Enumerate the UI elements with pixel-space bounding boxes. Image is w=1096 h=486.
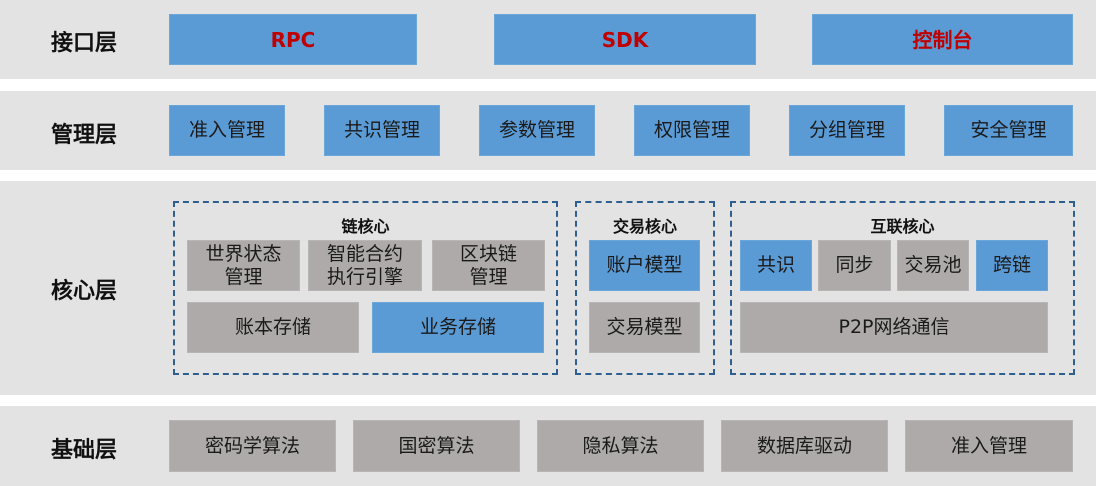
tx-model-box: 交易模型 — [589, 302, 700, 353]
rpc-box: RPC — [169, 14, 417, 65]
base-item: 密码学算法 — [169, 420, 336, 472]
management-item: 准入管理 — [169, 105, 285, 156]
ledger-storage-box: 账本存储 — [187, 302, 359, 353]
group-title: 链核心 — [341, 217, 390, 236]
management-item: 权限管理 — [634, 105, 750, 156]
chain-core-group: 链核心 — [173, 201, 558, 375]
p2p-box: P2P网络通信 — [740, 302, 1048, 353]
box-label: 控制台 — [912, 27, 973, 52]
group-title: 互联核心 — [870, 217, 935, 236]
management-item: 参数管理 — [479, 105, 595, 156]
base-item: 数据库驱动 — [721, 420, 888, 472]
layer-label: 管理层 — [50, 123, 117, 148]
business-storage-box: 业务存储 — [372, 302, 544, 353]
cross-chain-box: 跨链 — [976, 240, 1048, 291]
interconnect-core-group: 互联核心 — [730, 201, 1075, 375]
box-line: 智能合约 — [326, 242, 403, 265]
management-item: 分组管理 — [789, 105, 905, 156]
base-layer: 基础层 密码学算法 国密算法 隐私算法 数据库驱动 准入管理 — [0, 406, 1096, 486]
account-model-box: 账户模型 — [589, 240, 700, 291]
blockchain-mgmt-box: 区块链 管理 — [432, 240, 545, 291]
box-line: 管理 — [469, 265, 508, 288]
layer-label: 基础层 — [50, 438, 117, 463]
sdk-box: SDK — [494, 14, 756, 65]
management-layer: 管理层 准入管理 共识管理 参数管理 权限管理 分组管理 安全管理 — [0, 91, 1096, 170]
base-item: 准入管理 — [905, 420, 1073, 472]
box-line: 管理 — [224, 265, 263, 288]
world-state-box: 世界状态 管理 — [187, 240, 300, 291]
box-line: 执行引擎 — [326, 265, 403, 288]
tx-core-group: 交易核心 — [575, 201, 715, 375]
management-item: 共识管理 — [324, 105, 440, 156]
group-title: 交易核心 — [612, 217, 677, 236]
box-label: RPC — [270, 27, 316, 52]
contract-engine-box: 智能合约 执行引擎 — [308, 240, 422, 291]
base-item: 隐私算法 — [537, 420, 704, 472]
management-item: 安全管理 — [944, 105, 1073, 156]
box-label: SDK — [601, 27, 649, 52]
box-line: 世界状态 — [205, 242, 282, 265]
box-line: 区块链 — [459, 242, 517, 265]
base-item: 国密算法 — [353, 420, 520, 472]
consensus-box: 共识 — [740, 240, 812, 291]
interface-layer: 接口层 RPC SDK 控制台 — [0, 0, 1096, 79]
layer-label: 接口层 — [50, 31, 117, 56]
console-box: 控制台 — [812, 14, 1073, 65]
layer-label: 核心层 — [50, 279, 117, 304]
sync-box: 同步 — [818, 240, 891, 291]
core-layer: 核心层 链核心 世界状态 管理 智能合约 执行引擎 区块链 管理 账本存储 业务… — [0, 181, 1096, 395]
tx-pool-box: 交易池 — [897, 240, 969, 291]
